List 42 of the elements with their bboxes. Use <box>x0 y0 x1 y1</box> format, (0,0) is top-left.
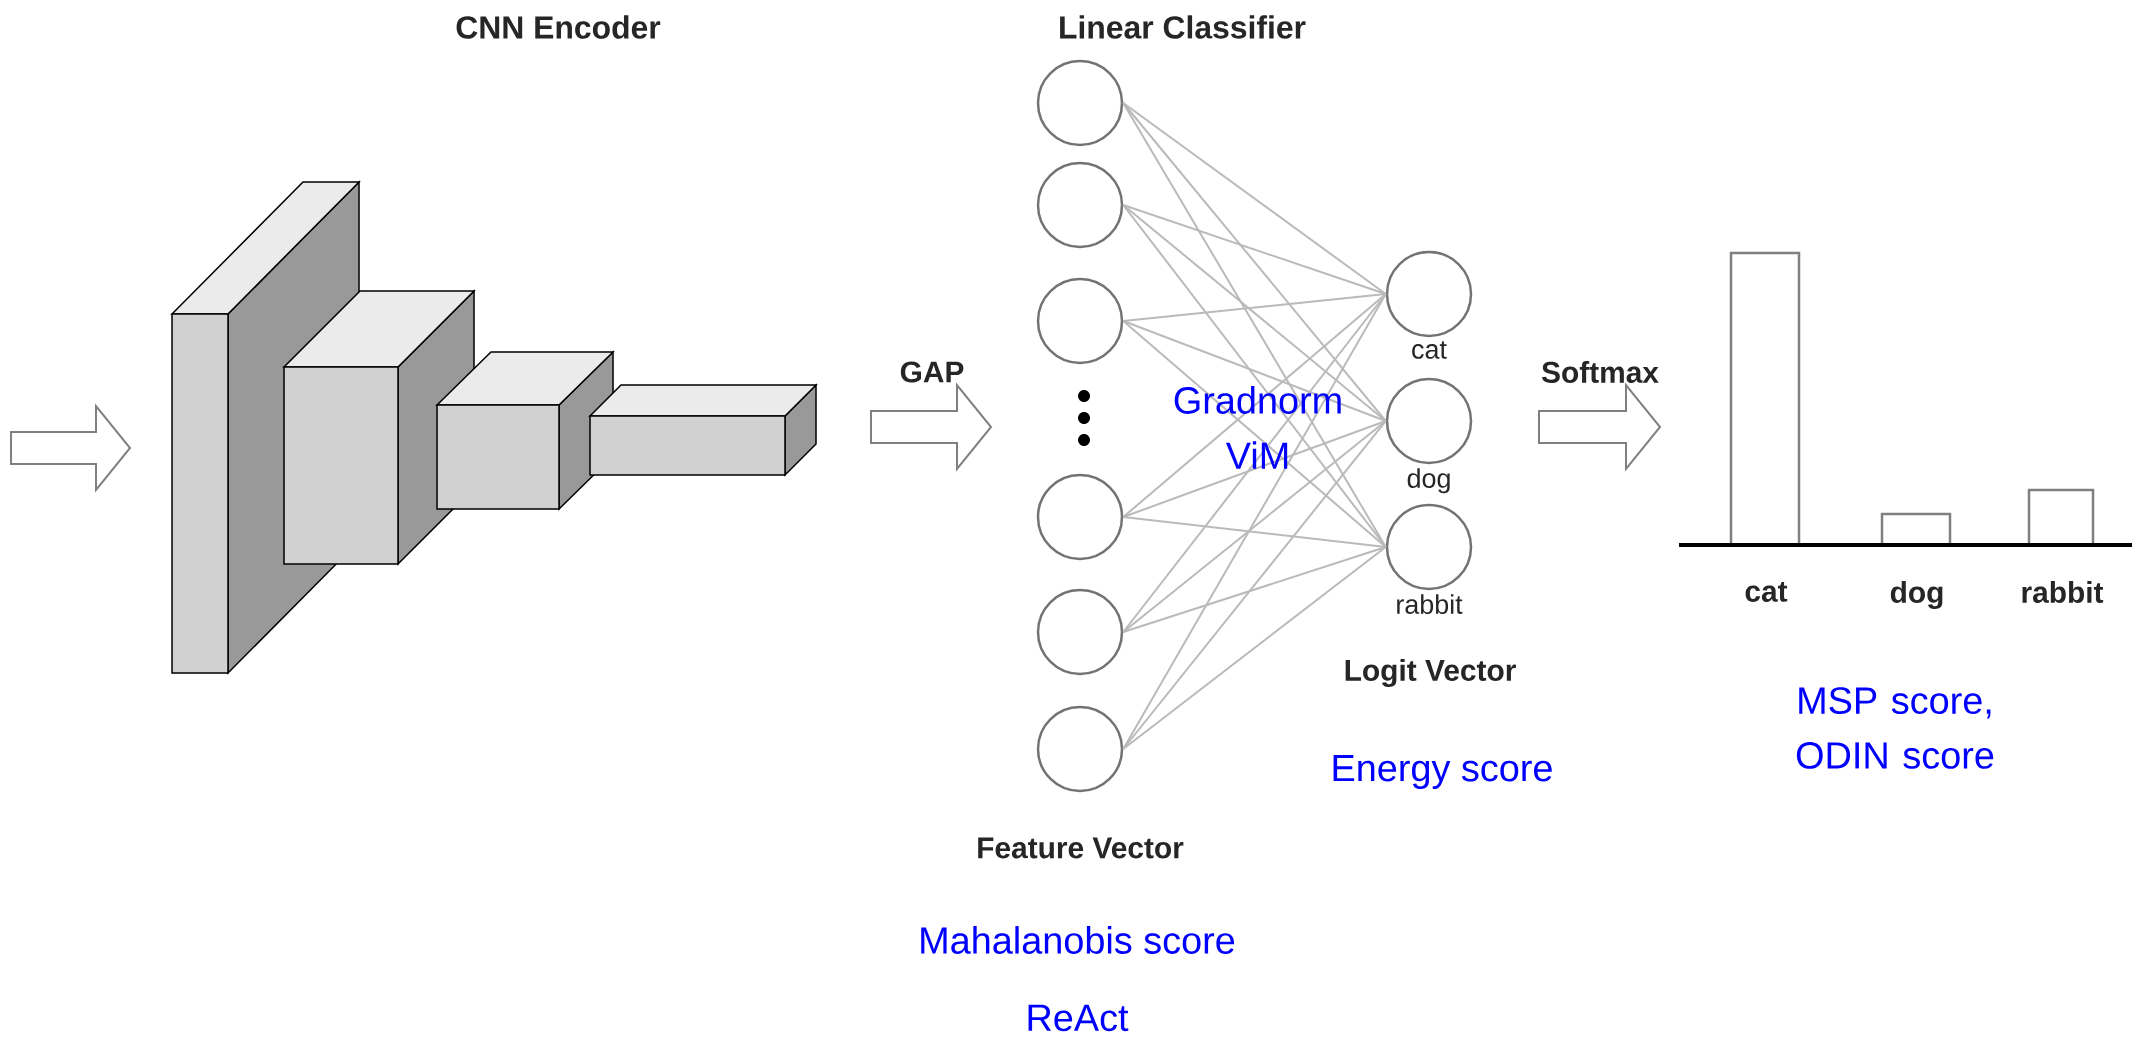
connection-line <box>1122 293 1387 322</box>
method-label: Mahalanobis score <box>921 926 1235 954</box>
input-neuron <box>1036 705 1124 793</box>
connection-line <box>1122 546 1387 750</box>
connection-line <box>1122 293 1387 633</box>
input-neuron <box>1036 277 1124 365</box>
category-label: dog <box>1890 581 1943 609</box>
input-neuron <box>1036 59 1124 147</box>
input-neuron <box>1036 588 1124 676</box>
heading: Linear Classifier <box>1060 15 1306 39</box>
category-label: rabbit <box>2022 581 2104 603</box>
arrow-label: GAP <box>900 361 964 383</box>
connection-line <box>1122 320 1387 422</box>
connection-line <box>1122 204 1387 548</box>
caption-label: Feature Vector <box>978 837 1184 859</box>
connection-line <box>1122 516 1387 548</box>
method-label: Gradnorm <box>1174 386 1341 414</box>
input-neuron <box>1036 473 1124 561</box>
node-label: rabbit <box>1397 594 1463 614</box>
category-label: cat <box>1745 582 1788 602</box>
method-label: Energy score <box>1333 755 1552 789</box>
connection-line <box>1122 204 1387 295</box>
connection-line <box>1122 102 1387 548</box>
node-label: dog <box>1407 468 1450 494</box>
heading: CNN Encoder <box>456 15 661 39</box>
output-neuron: rabbit <box>1385 503 1473 614</box>
method-label: MSP score, ODIN score <box>1796 687 1994 769</box>
method-label: ViM <box>1225 441 1288 469</box>
output-neuron: dog <box>1385 377 1473 494</box>
connection-line <box>1122 102 1387 422</box>
node-label: cat <box>1412 341 1447 359</box>
input-neuron <box>1036 161 1124 249</box>
output-neuron: cat <box>1385 250 1473 359</box>
connection-line <box>1122 420 1387 750</box>
method-label: ReAct <box>1028 1004 1129 1032</box>
connection-line <box>1122 420 1387 518</box>
connection-line <box>1122 293 1387 750</box>
connection-line <box>1122 546 1387 633</box>
arrow-label: Softmax <box>1541 361 1659 383</box>
caption-label: Logit Vector <box>1345 659 1516 687</box>
connection-line <box>1122 102 1387 295</box>
connection-line <box>1122 320 1387 548</box>
